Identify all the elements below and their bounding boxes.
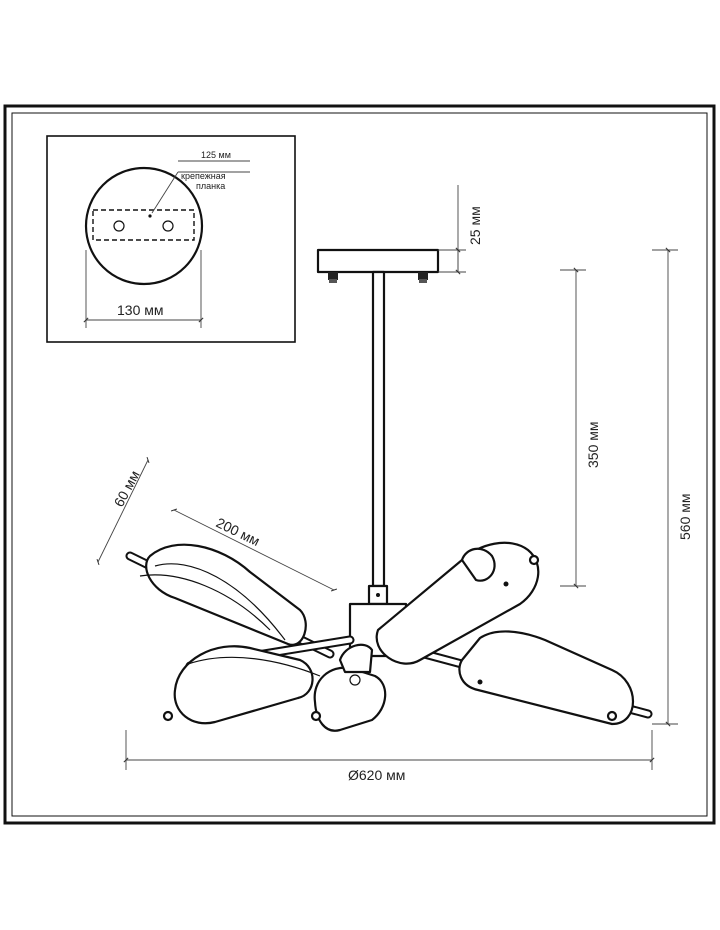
shade-upper-left: [145, 543, 307, 646]
rod-length-dimension: 350 мм: [560, 267, 601, 589]
shade-length-label: 200 мм: [214, 514, 263, 549]
lamp-shades: [139, 541, 634, 732]
mount-hole-left: [113, 220, 125, 232]
center-dot: [148, 214, 152, 218]
canopy-height-dimension: 25 мм: [438, 185, 483, 275]
plate-label-line2: планка: [196, 181, 225, 191]
ceiling-canopy: [316, 248, 440, 283]
shade-center-top: [338, 643, 374, 674]
shade-upper-right-cap: [460, 547, 496, 582]
plate-width-label: 130 мм: [117, 302, 164, 318]
shade-center-front: [313, 666, 387, 732]
suspension-rod: [367, 270, 389, 606]
overall-diameter-label: Ø620 мм: [348, 767, 405, 783]
shade-upper-right: [375, 541, 540, 665]
mounting-plate: [92, 209, 195, 241]
shade-diameter-dimension: 60 мм: [96, 456, 150, 566]
shade-right: [458, 630, 634, 726]
overall-diameter-dimension: Ø620 мм: [123, 730, 655, 783]
total-height-dimension: 560 мм: [652, 247, 693, 727]
canopy-height-label: 25 мм: [467, 206, 483, 245]
rod-length-label: 350 мм: [585, 422, 601, 469]
mount-detail-box: 125 мм крепежная планка 130 мм: [46, 135, 296, 343]
hole-spacing-label: 125 мм: [201, 150, 231, 160]
mount-hole-right: [162, 220, 174, 232]
canopy-circle: [84, 166, 204, 286]
shade-diameter-label: 60 мм: [111, 468, 143, 510]
plate-label-line1: крепежная: [181, 171, 226, 181]
total-height-label: 560 мм: [677, 494, 693, 541]
shade-lower-left: [173, 645, 314, 725]
outer-frame: [3, 104, 716, 825]
leader-plate: [151, 171, 179, 214]
